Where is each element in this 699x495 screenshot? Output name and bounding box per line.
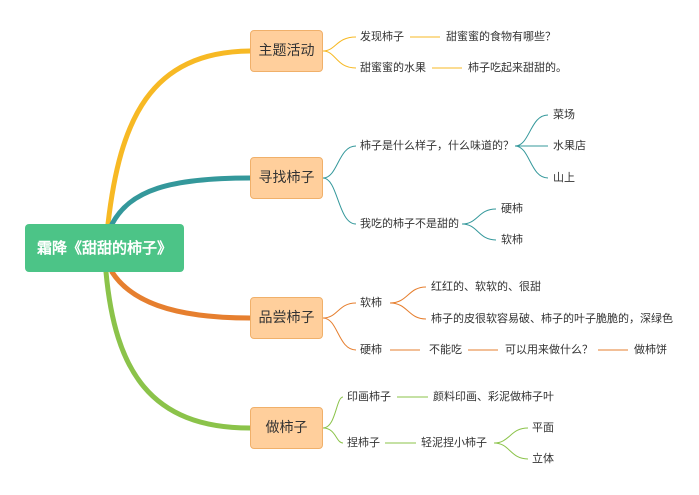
- connector-branch-1: [105, 48, 253, 227]
- node-red-soft-sweet[interactable]: 红红的、软软的、很甜: [431, 280, 541, 293]
- node-flat[interactable]: 平面: [532, 421, 554, 434]
- node-inedible[interactable]: 不能吃: [429, 343, 462, 356]
- connector-branch-4: [103, 269, 253, 431]
- root-topic[interactable]: 霜降《甜甜的柿子》: [25, 224, 184, 272]
- node-clay-persimmon[interactable]: 轻泥捏小柿子: [421, 436, 487, 449]
- branch-topic-find-persimmon[interactable]: 寻找柿子: [250, 157, 323, 199]
- connector-branch-2: [109, 175, 253, 227]
- node-print-persimmon[interactable]: 印画柿子: [347, 390, 391, 403]
- node-hard-persimmon[interactable]: 硬柿: [501, 202, 523, 215]
- node-dried-persimmon[interactable]: 做柿饼: [634, 343, 667, 356]
- node-sweet-fruit[interactable]: 甜蜜蜜的水果: [360, 61, 426, 74]
- branch-topic-theme-activity[interactable]: 主题活动: [250, 30, 323, 72]
- node-3d[interactable]: 立体: [532, 452, 554, 465]
- node-discover-persimmon[interactable]: 发现柿子: [360, 30, 404, 43]
- node-tastes-sweet[interactable]: 柿子吃起来甜甜的。: [468, 61, 567, 74]
- node-mountain[interactable]: 山上: [553, 171, 575, 184]
- node-skin-leaf-desc[interactable]: 柿子的皮很软容易破、柿子的叶子脆脆的，深绿色: [431, 312, 673, 325]
- node-hard-persimmon-taste[interactable]: 硬柿: [360, 343, 382, 356]
- node-paint-print[interactable]: 颜料印画、彩泥做柿子叶: [433, 390, 554, 403]
- connector-branch-3: [109, 269, 253, 321]
- node-soft-persimmon-taste[interactable]: 软柿: [360, 296, 382, 309]
- node-what-like[interactable]: 柿子是什么样子，什么味道的？: [360, 139, 514, 152]
- node-fruit-shop[interactable]: 水果店: [553, 139, 586, 152]
- node-market[interactable]: 菜场: [553, 108, 575, 121]
- branch-topic-make-persimmon[interactable]: 做柿子: [250, 407, 323, 449]
- node-not-sweet[interactable]: 我吃的柿子不是甜的: [360, 217, 459, 230]
- node-sweet-foods[interactable]: 甜蜜蜜的食物有哪些？: [446, 30, 556, 43]
- node-what-use[interactable]: 可以用来做什么？: [505, 343, 593, 356]
- node-knead-persimmon[interactable]: 捏柿子: [347, 436, 380, 449]
- node-soft-persimmon[interactable]: 软柿: [501, 233, 523, 246]
- branch-topic-taste-persimmon[interactable]: 品尝柿子: [250, 297, 323, 339]
